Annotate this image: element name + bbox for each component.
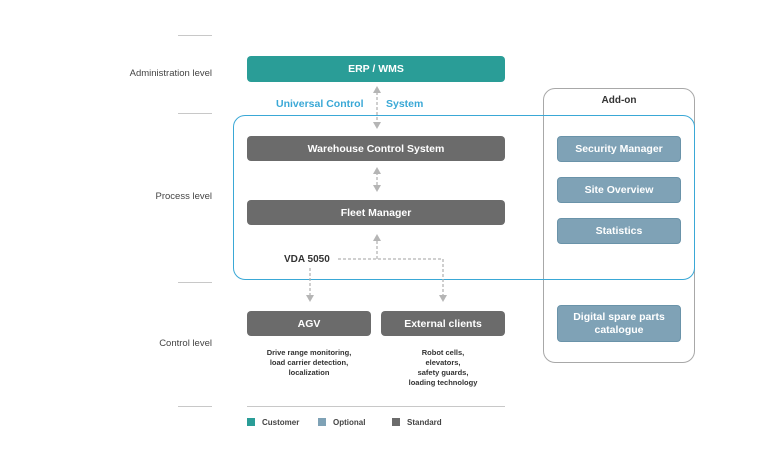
level-divider xyxy=(178,35,212,36)
vda-5050-label: VDA 5050 xyxy=(284,254,330,265)
spare-parts-line: catalogue xyxy=(594,323,644,336)
level-divider xyxy=(178,406,212,407)
caption-line: safety guards, xyxy=(417,368,469,377)
caption-line: load carrier detection, xyxy=(269,358,349,367)
caption-line: Robot cells, xyxy=(421,348,465,357)
ucs-label-left: Universal Control xyxy=(276,98,364,110)
security-manager-box: Security Manager xyxy=(557,136,681,162)
caption-line: loading technology xyxy=(408,378,478,387)
addon-title: Add-on xyxy=(601,95,637,106)
external-clients-box: External clients xyxy=(381,311,505,336)
erp-wms-box: ERP / WMS xyxy=(247,56,505,82)
site-overview-box: Site Overview xyxy=(557,177,681,203)
caption-line: Drive range monitoring, xyxy=(266,348,352,357)
control-level-label: Control level xyxy=(159,338,212,349)
agv-caption: Drive range monitoring, load carrier det… xyxy=(247,348,371,378)
digital-spare-parts-box: Digital spare parts catalogue xyxy=(557,305,681,342)
level-divider xyxy=(178,113,212,114)
spare-parts-line: Digital spare parts xyxy=(573,310,665,323)
legend-label-optional: Optional xyxy=(333,418,366,427)
statistics-box: Statistics xyxy=(557,218,681,244)
legend-label-standard: Standard xyxy=(407,418,442,427)
warehouse-control-system-box: Warehouse Control System xyxy=(247,136,505,161)
legend-swatch-optional xyxy=(318,418,326,426)
legend-swatch-customer xyxy=(247,418,255,426)
legend-label-customer: Customer xyxy=(262,418,300,427)
external-clients-caption: Robot cells, elevators, safety guards, l… xyxy=(381,348,505,388)
fleet-manager-box: Fleet Manager xyxy=(247,200,505,225)
caption-line: elevators, xyxy=(425,358,461,367)
agv-box: AGV xyxy=(247,311,371,336)
administration-level-label: Administration level xyxy=(129,68,212,79)
caption-line: localization xyxy=(288,368,330,377)
legend-swatch-standard xyxy=(392,418,400,426)
level-divider xyxy=(178,282,212,283)
process-level-label: Process level xyxy=(155,191,213,202)
universal-control-system-frame xyxy=(233,115,695,280)
legend-divider xyxy=(247,406,505,407)
ucs-label-right: System xyxy=(386,98,424,110)
